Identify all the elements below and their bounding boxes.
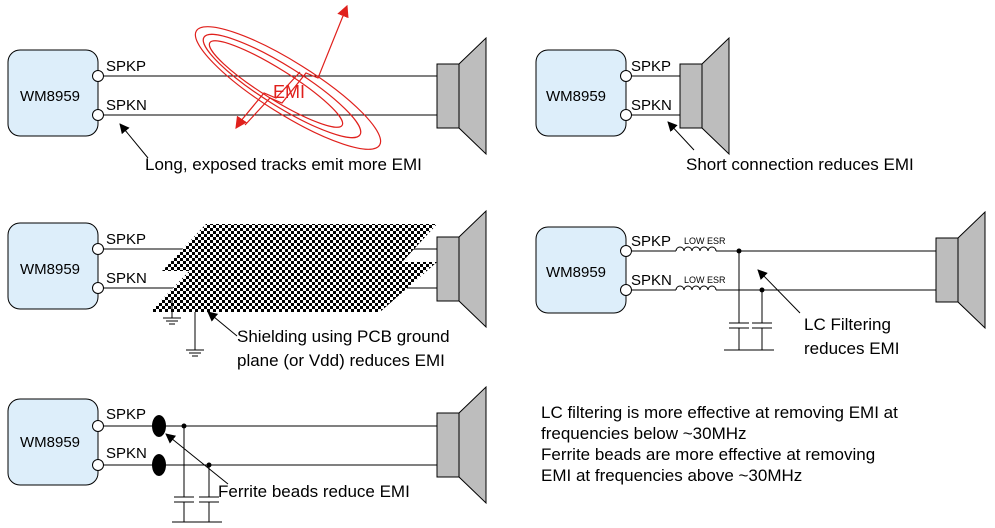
note-line: frequencies below ~30MHz (541, 424, 747, 443)
speaker-icon (436, 36, 487, 156)
pin-spkp: SPKP (106, 406, 146, 423)
speaker-icon (436, 209, 487, 329)
caption-lc-2: reduces EMI (804, 339, 899, 358)
panel-short-connection: WM8959 SPKP SPKN Short connection reduce… (535, 36, 914, 174)
codec-chip (535, 226, 627, 314)
panel-ferrite-beads: WM8959 SPKP SPKN Ferrite beads reduce (7, 385, 487, 523)
ground-icon (186, 312, 204, 357)
pin-spkp: SPKP (106, 58, 146, 75)
note-line: LC filtering is more effective at removi… (541, 403, 898, 422)
chip-label: WM8959 (20, 88, 80, 105)
panel-long-tracks: WM8959 SPKP SPKN EMI Long, exposed track… (7, 4, 487, 174)
ferrite-bead-icon (152, 454, 166, 476)
chip-label: WM8959 (546, 264, 606, 281)
pin-spkp: SPKP (631, 58, 671, 75)
codec-chip (7, 222, 99, 310)
codec-chip (535, 49, 627, 137)
low-esr-label: LOW ESR (684, 275, 726, 285)
capacitor-icon (174, 426, 194, 522)
panel-shielding: WM8959 SPKP SPKN Shielding us (7, 209, 487, 370)
emi-radiation-icon (194, 4, 382, 150)
chip-label: WM8959 (20, 261, 80, 278)
caption-ferrite: Ferrite beads reduce EMI (218, 482, 410, 501)
ground-plane-shield (150, 224, 437, 312)
chip-label: WM8959 (20, 434, 80, 451)
capacitor-icon (729, 251, 749, 350)
ground-icon (163, 300, 181, 325)
pin-spkn: SPKN (106, 97, 147, 114)
caption-long-tracks: Long, exposed tracks emit more EMI (145, 155, 422, 174)
caption-short-connection: Short connection reduces EMI (686, 155, 914, 174)
note-line: EMI at frequencies above ~30MHz (541, 466, 803, 485)
capacitor-icon (752, 290, 772, 350)
ferrite-bead-icon (152, 415, 166, 437)
pin-spkn: SPKN (631, 97, 672, 114)
caption-lc-1: LC Filtering (804, 315, 891, 334)
codec-chip (7, 398, 99, 486)
capacitor-icon (199, 465, 219, 522)
caption-shielding-2: plane (or Vdd) reduces EMI (237, 351, 445, 370)
speaker-icon (935, 210, 986, 330)
caption-shielding-1: Shielding using PCB ground (237, 327, 450, 346)
pin-spkn: SPKN (631, 272, 672, 289)
pin-spkp: SPKP (631, 233, 671, 250)
panel-lc-filtering: WM8959 SPKP SPKN LOW ESR LOW ESR (535, 210, 986, 358)
speaker-icon (679, 36, 730, 156)
pin-spkn: SPKN (106, 270, 147, 287)
pin-spkn: SPKN (106, 445, 147, 462)
chip-label: WM8959 (546, 88, 606, 105)
inductor-icon (675, 246, 717, 252)
low-esr-label: LOW ESR (684, 236, 726, 246)
pin-spkp: SPKP (106, 231, 146, 248)
explanatory-note: LC filtering is more effective at removi… (541, 402, 991, 486)
emi-label: EMI (273, 82, 305, 102)
inductor-icon (675, 285, 717, 291)
note-line: Ferrite beads are more effective at remo… (541, 445, 876, 464)
speaker-icon (436, 385, 487, 505)
codec-chip (7, 49, 99, 137)
